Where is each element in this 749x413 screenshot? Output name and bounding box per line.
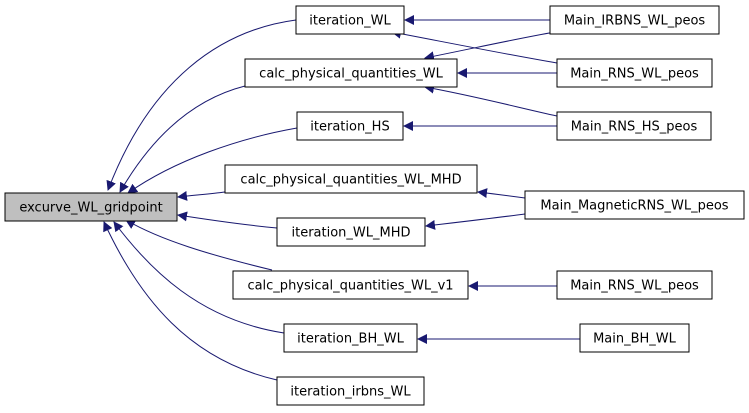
edge-main-magnetic-to-iteration-wl-mhd bbox=[425, 213, 526, 230]
node-label: calc_physical_quantities_WL_MHD bbox=[240, 173, 461, 188]
edge-main-irbns-to-calc-wl bbox=[424, 31, 556, 62]
node-label: Main_RNS_WL_peos bbox=[570, 279, 699, 294]
edge-iteration-wl-mhd-to-excurve bbox=[177, 211, 278, 229]
edge-main-magnetic-to-calc-wl-mhd bbox=[477, 188, 526, 199]
nodes-layer: excurve_WL_gridpoint iteration_WL calc_p… bbox=[4, 5, 745, 406]
node-label: calc_physical_quantities_WL bbox=[259, 67, 443, 82]
node-label: Main_BH_WL bbox=[593, 332, 677, 347]
node-main-rns-wl-peos-1[interactable]: Main_RNS_WL_peos bbox=[556, 58, 713, 88]
node-label: Main_MagneticRNS_WL_peos bbox=[540, 199, 728, 214]
node-iteration-irbns-wl[interactable]: iteration_irbns_WL bbox=[276, 376, 425, 406]
node-calc-physical-quantities-wl[interactable]: calc_physical_quantities_WL bbox=[244, 58, 458, 88]
node-main-bh-wl[interactable]: Main_BH_WL bbox=[579, 323, 690, 353]
node-iteration-wl[interactable]: iteration_WL bbox=[295, 5, 405, 35]
edge-main-rns-1-to-iteration-wl bbox=[391, 28, 558, 64]
node-label: iteration_irbns_WL bbox=[290, 385, 411, 400]
edge-calc-wl-to-excurve bbox=[119, 85, 246, 193]
node-label: iteration_WL bbox=[309, 14, 391, 29]
node-calc-physical-quantities-wl-v1[interactable]: calc_physical_quantities_WL_v1 bbox=[232, 270, 469, 300]
edge-iteration-irbns-wl-to-excurve bbox=[103, 221, 278, 381]
edge-iteration-hs-to-excurve bbox=[127, 127, 298, 194]
edges-layer bbox=[103, 15, 580, 381]
node-main-magneticrns-wl-peos[interactable]: Main_MagneticRNS_WL_peos bbox=[524, 190, 745, 220]
node-label: Main_RNS_WL_peos bbox=[570, 67, 699, 82]
node-calc-physical-quantities-wl-mhd[interactable]: calc_physical_quantities_WL_MHD bbox=[224, 164, 478, 194]
edge-calc-wl-mhd-to-excurve bbox=[177, 190, 226, 201]
node-iteration-wl-mhd[interactable]: iteration_WL_MHD bbox=[276, 217, 426, 247]
node-iteration-hs[interactable]: iteration_HS bbox=[296, 111, 404, 141]
node-label: iteration_WL_MHD bbox=[291, 226, 410, 241]
node-iteration-bh-wl[interactable]: iteration_BH_WL bbox=[283, 323, 418, 353]
edge-iteration-bh-wl-to-excurve bbox=[113, 221, 285, 334]
node-excurve-wl-gridpoint[interactable]: excurve_WL_gridpoint bbox=[4, 192, 178, 222]
node-label: Main_RNS_HS_peos bbox=[571, 120, 698, 135]
edge-iteration-wl-to-excurve bbox=[106, 19, 297, 191]
node-main-rns-hs-peos[interactable]: Main_RNS_HS_peos bbox=[556, 111, 712, 141]
node-label: calc_physical_quantities_WL_v1 bbox=[247, 279, 453, 294]
node-label: Main_IRBNS_WL_peos bbox=[564, 14, 706, 29]
edge-calc-wl-v1-to-excurve bbox=[125, 219, 273, 271]
node-label: iteration_BH_WL bbox=[297, 332, 404, 347]
node-main-irbns-wl-peos[interactable]: Main_IRBNS_WL_peos bbox=[549, 5, 720, 35]
node-label: excurve_WL_gridpoint bbox=[19, 201, 162, 216]
node-main-rns-wl-peos-2[interactable]: Main_RNS_WL_peos bbox=[556, 270, 713, 300]
edge-main-rns-hs-to-calc-wl bbox=[424, 83, 558, 117]
node-label: iteration_HS bbox=[310, 120, 389, 135]
